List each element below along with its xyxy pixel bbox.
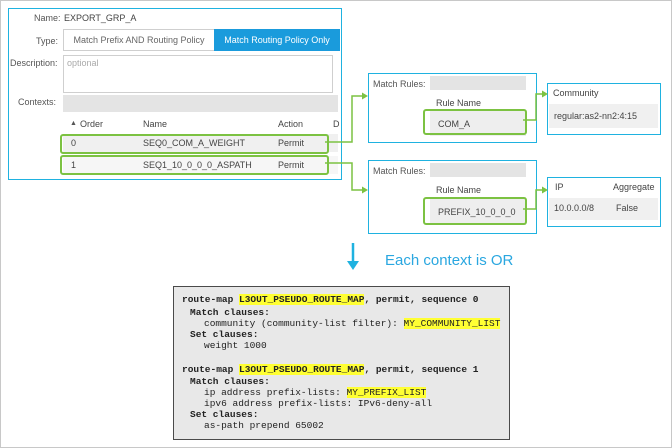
context-row-1[interactable] [63, 156, 338, 174]
connector-com-a-to-community [523, 93, 544, 121]
match-rules-top-label: Match Rules: [373, 79, 426, 89]
ip-value: 10.0.0.0/8 [554, 203, 595, 213]
ip-header: IP [555, 182, 564, 192]
seq0-community-list: MY_COMMUNITY_LIST [403, 318, 501, 329]
community-row[interactable] [549, 104, 658, 128]
seq1-aspath-line: as-path prepend 65002 [204, 420, 324, 431]
match-rules-bottom-row[interactable] [430, 197, 526, 225]
description-placeholder: optional [67, 58, 99, 68]
seq0-route-map-name: L3OUT_PSEUDO_ROUTE_MAP [239, 294, 365, 305]
contexts-toolbar [63, 95, 338, 112]
context-row-1-highlight [60, 155, 329, 175]
action-column-header[interactable]: Action [278, 119, 304, 129]
community-value: regular:as2-nn2:4:15 [554, 111, 638, 121]
name-value: EXPORT_GRP_A [64, 13, 137, 23]
order-column-header[interactable]: Order [80, 119, 104, 129]
match-rules-top-value: COM_A [438, 119, 471, 129]
arrowhead-ip [542, 186, 548, 194]
context-row-0-order: 0 [71, 138, 77, 148]
match-rules-bottom-highlight [423, 197, 527, 225]
seq0-match-heading: Match clauses: [190, 307, 270, 318]
sort-ascending-icon[interactable]: ▲ [70, 120, 77, 127]
connector-row0-to-match-top [325, 95, 364, 143]
down-arrow [347, 243, 359, 270]
seq1-ip-line: ip address prefix-lists: MY_PREFIX_LIST [204, 387, 427, 398]
match-rules-bottom-label: Match Rules: [373, 166, 426, 176]
match-rules-top-col-header: Rule Name [436, 98, 482, 108]
match-rules-top-toolbar [430, 76, 526, 90]
aggregate-value: False [616, 203, 639, 213]
seq0-weight-line: weight 1000 [204, 340, 267, 351]
context-row-0-name: SEQ0_COM_A_WEIGHT [143, 138, 246, 148]
name-label: Name: [34, 13, 61, 23]
community-header: Community [553, 88, 599, 98]
seq1-set-heading: Set clauses: [190, 409, 259, 420]
type-option-policy-only[interactable]: Match Routing Policy Only [214, 29, 340, 51]
match-rules-bottom-value: PREFIX_10_0_0_0 [438, 207, 516, 217]
description-column-header-cut[interactable]: D [333, 119, 340, 129]
contexts-label: Contexts: [18, 97, 57, 107]
seq1-ipv6-line: ipv6 address prefix-lists: IPv6-deny-all [204, 398, 433, 409]
name-column-header[interactable]: Name [143, 119, 168, 129]
context-row-0[interactable] [63, 134, 338, 152]
description-field[interactable]: optional [63, 55, 333, 93]
seq0-line: route-map L3OUT_PSEUDO_ROUTE_MAP, permit… [182, 294, 479, 305]
match-rules-bottom-toolbar [430, 163, 526, 177]
context-row-0-highlight [60, 134, 329, 154]
context-row-1-name: SEQ1_10_0_0_0_ASPATH [143, 160, 252, 170]
match-rules-top-highlight [423, 109, 527, 135]
seq1-route-map-name: L3OUT_PSEUDO_ROUTE_MAP [239, 364, 365, 375]
arrowhead-match-bottom [362, 186, 368, 194]
connector-prefix-to-ip [523, 189, 544, 210]
seq0-set-heading: Set clauses: [190, 329, 259, 340]
ip-aggregate-row[interactable] [549, 198, 658, 220]
context-row-0-action: Permit [278, 138, 305, 148]
context-row-1-action: Permit [278, 160, 305, 170]
arrowhead-match-top [362, 92, 368, 100]
connector-row1-to-match-bottom [325, 162, 364, 191]
seq1-prefix-list: MY_PREFIX_LIST [346, 387, 427, 398]
context-row-1-order: 1 [71, 160, 77, 170]
route-map-config: route-map L3OUT_PSEUDO_ROUTE_MAP, permit… [173, 286, 510, 440]
seq1-match-heading: Match clauses: [190, 376, 270, 387]
aggregate-header: Aggregate [613, 182, 655, 192]
description-label: Description: [10, 58, 58, 68]
arrowhead-community [542, 90, 548, 98]
match-rules-bottom-col-header: Rule Name [436, 185, 482, 195]
match-rules-top-row[interactable] [430, 110, 526, 136]
caption-text: Each context is OR [385, 252, 514, 269]
type-label: Type: [36, 36, 59, 46]
seq1-line: route-map L3OUT_PSEUDO_ROUTE_MAP, permit… [182, 364, 479, 375]
seq0-community-line: community (community-list filter): MY_CO… [204, 318, 501, 329]
